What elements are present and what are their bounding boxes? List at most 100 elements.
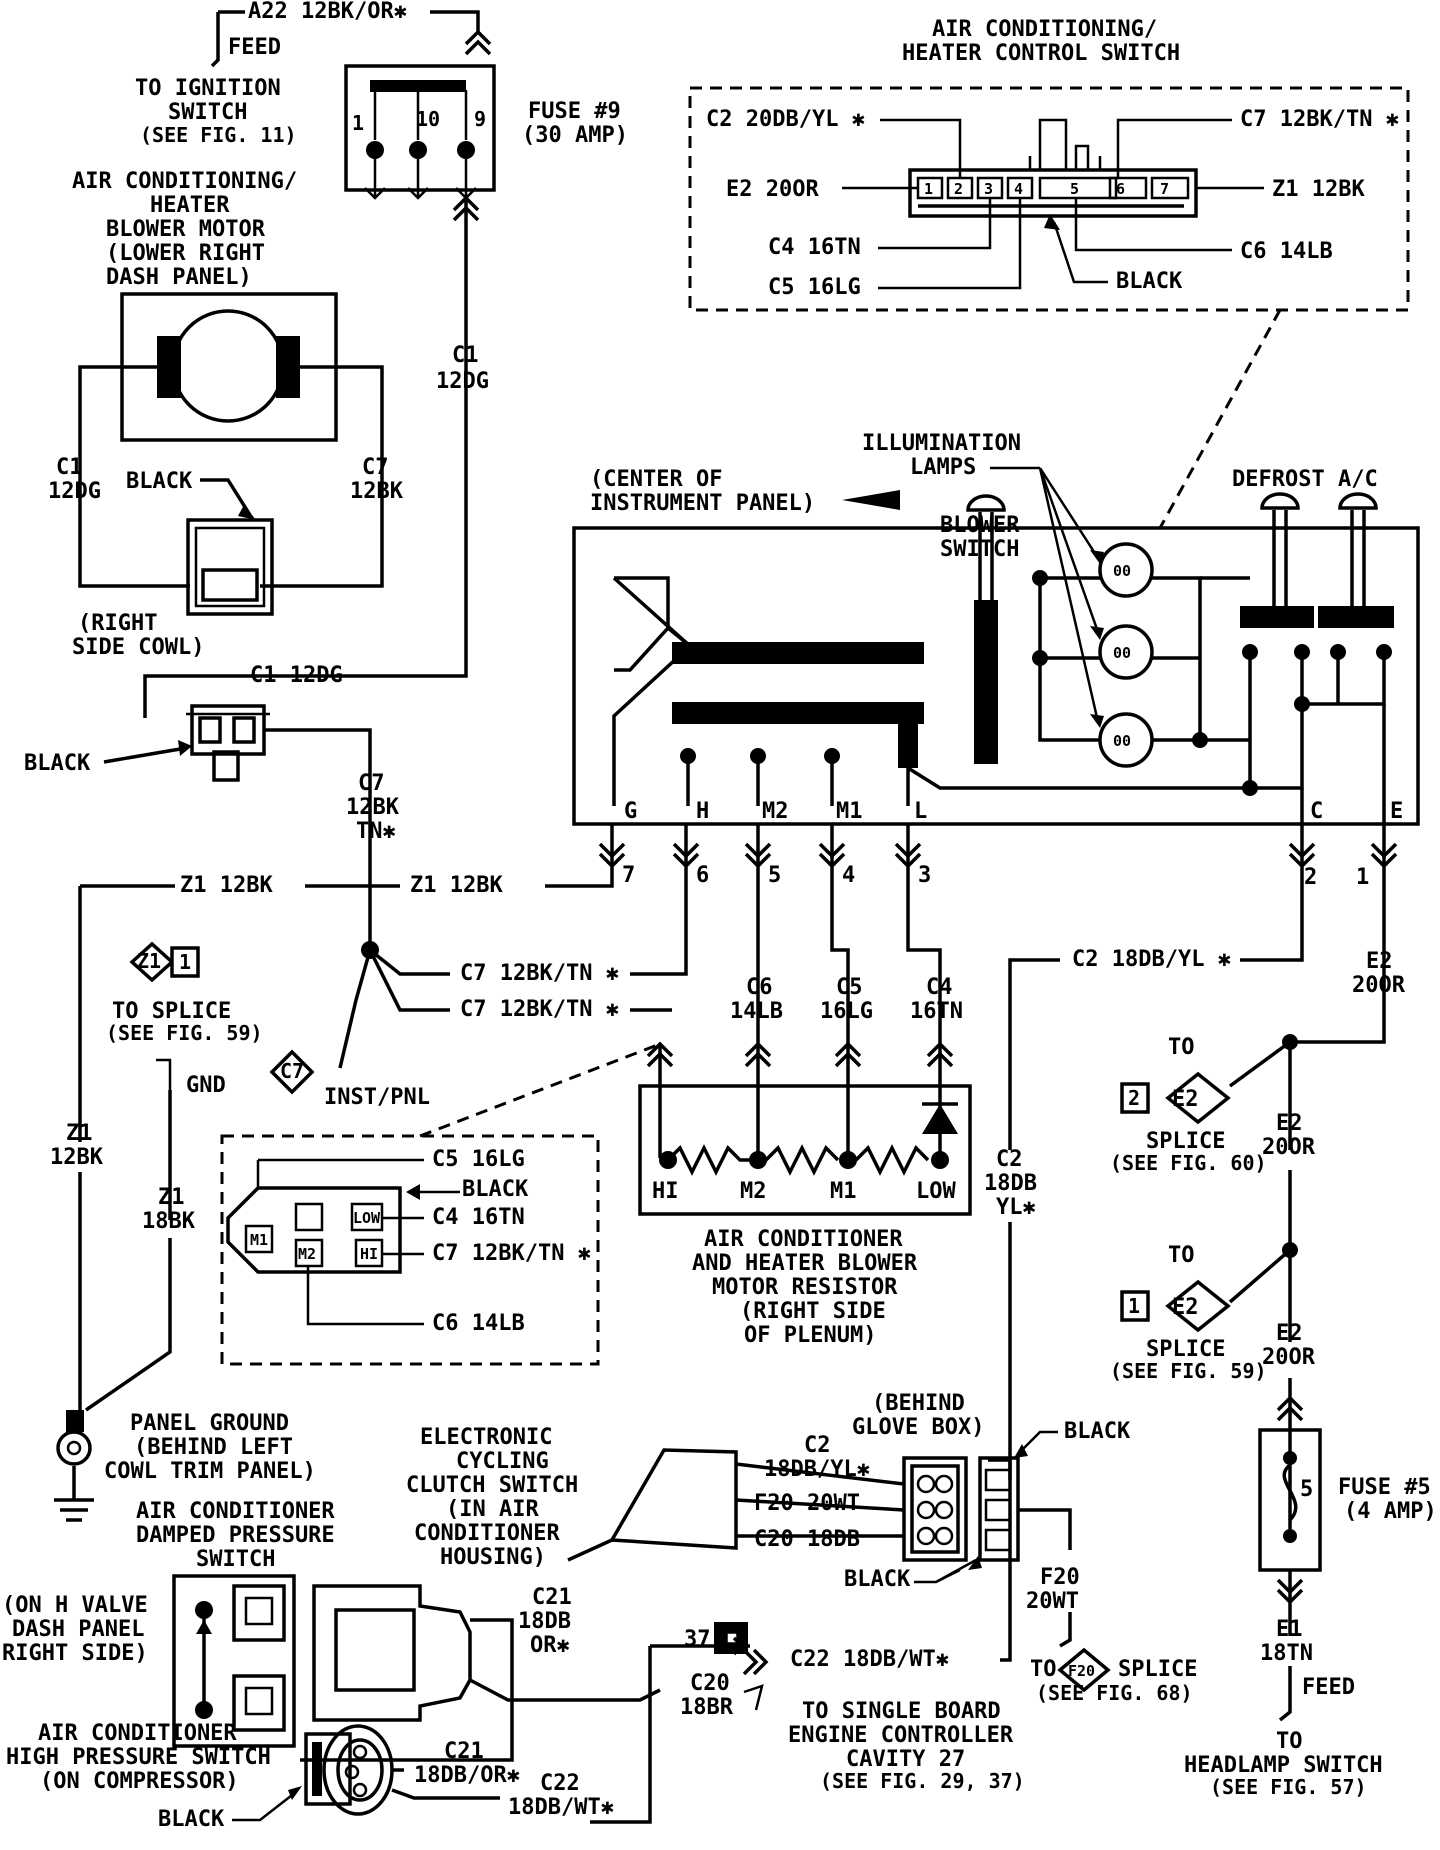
svg-text:C21: C21 (444, 1739, 484, 1764)
svg-text:M2: M2 (740, 1179, 767, 1204)
svg-text:18DB/WT✱: 18DB/WT✱ (508, 1795, 614, 1820)
svg-text:SWITCH: SWITCH (168, 100, 247, 125)
svg-text:6: 6 (696, 863, 709, 888)
svg-text:SPLICE: SPLICE (1146, 1129, 1225, 1154)
svg-text:2: 2 (954, 180, 963, 198)
svg-text:C4 16TN: C4 16TN (432, 1205, 525, 1230)
svg-text:4: 4 (1014, 180, 1023, 198)
svg-text:CLUTCH SWITCH: CLUTCH SWITCH (406, 1473, 578, 1498)
svg-text:(SEE FIG. 29, 37): (SEE FIG. 29, 37) (820, 1769, 1025, 1793)
svg-text:INSTRUMENT PANEL): INSTRUMENT PANEL) (590, 491, 815, 516)
svg-text:C7 12BK/TN ✱: C7 12BK/TN ✱ (460, 997, 619, 1022)
svg-text:C21: C21 (532, 1585, 572, 1610)
svg-text:2: 2 (1304, 865, 1317, 890)
svg-text:(RIGHT SIDE: (RIGHT SIDE (740, 1299, 886, 1324)
svg-text:C2: C2 (996, 1147, 1023, 1172)
svg-text:12BK: 12BK (350, 479, 404, 504)
svg-text:TO SPLICE: TO SPLICE (112, 999, 231, 1024)
svg-text:C1: C1 (452, 343, 479, 368)
svg-text:M1: M1 (250, 1231, 268, 1249)
svg-text:BLACK: BLACK (462, 1177, 529, 1202)
right-side-feed: C2 18DB YL✱ TO E2 2 SPLICE (SEE FIG. 60)… (984, 1034, 1437, 1799)
svg-text:E1: E1 (1276, 1617, 1303, 1642)
svg-text:12DG: 12DG (48, 479, 101, 504)
svg-text:7: 7 (1160, 180, 1169, 198)
svg-text:GND: GND (186, 1073, 226, 1098)
e2-splice-60-label: E2 (1172, 1087, 1199, 1112)
svg-text:CYCLING: CYCLING (456, 1449, 549, 1474)
svg-text:9: 9 (474, 107, 486, 131)
blower-motor-resistor-label: AIR CONDITIONER (704, 1227, 903, 1252)
svg-text:5: 5 (768, 863, 781, 888)
svg-text:20WT: 20WT (1026, 1589, 1079, 1614)
svg-text:4: 4 (842, 863, 855, 888)
svg-text:TN✱: TN✱ (356, 819, 396, 844)
svg-text:18DB: 18DB (984, 1171, 1037, 1196)
svg-text:(4 AMP): (4 AMP) (1344, 1499, 1437, 1524)
svg-text:DAMPED PRESSURE: DAMPED PRESSURE (136, 1523, 335, 1548)
feed-label: FEED (228, 35, 281, 60)
svg-text:HI: HI (652, 1179, 679, 1204)
svg-text:1: 1 (1356, 865, 1369, 890)
c1-wire-label: C1 12DG (250, 663, 343, 688)
svg-text:(BEHIND LEFT: (BEHIND LEFT (134, 1435, 293, 1460)
svg-text:AND HEATER BLOWER: AND HEATER BLOWER (692, 1251, 918, 1276)
svg-text:BLACK: BLACK (844, 1567, 911, 1592)
svg-text:F20: F20 (1068, 1662, 1095, 1680)
svg-text:BLACK: BLACK (24, 751, 91, 776)
svg-text:C5 16LG: C5 16LG (432, 1147, 525, 1172)
svg-text:C2 18DB/YL ✱: C2 18DB/YL ✱ (1072, 947, 1231, 972)
svg-text:F20 20WT: F20 20WT (754, 1491, 860, 1516)
svg-text:E2: E2 (1276, 1111, 1303, 1136)
svg-text:3: 3 (984, 180, 993, 198)
to-ignition-label: TO IGNITION (135, 76, 281, 101)
defrost-ac-label: DEFROST A/C (1232, 467, 1378, 492)
svg-text:18TN: 18TN (1260, 1641, 1313, 1666)
svg-text:18BK: 18BK (142, 1209, 196, 1234)
svg-text:ENGINE CONTROLLER: ENGINE CONTROLLER (788, 1723, 1014, 1748)
svg-text:16TN: 16TN (910, 999, 963, 1024)
svg-text:00: 00 (1113, 732, 1131, 750)
svg-text:M1: M1 (830, 1179, 857, 1204)
svg-text:C7: C7 (362, 455, 389, 480)
svg-text:FEED: FEED (1302, 1675, 1355, 1700)
svg-text:BLACK: BLACK (1064, 1419, 1131, 1444)
svg-text:COWL TRIM PANEL): COWL TRIM PANEL) (104, 1459, 316, 1484)
svg-text:C7 12BK/TN ✱: C7 12BK/TN ✱ (1240, 107, 1399, 132)
svg-text:C2: C2 (804, 1433, 831, 1458)
svg-text:7: 7 (622, 863, 635, 888)
illumination-lamps-label: ILLUMINATION (862, 431, 1021, 456)
inst-pnl-label: INST/PNL (324, 1085, 430, 1110)
svg-text:(ON H VALVE: (ON H VALVE (2, 1593, 148, 1618)
svg-text:(ON COMPRESSOR): (ON COMPRESSOR) (40, 1769, 239, 1794)
svg-text:12BK: 12BK (50, 1145, 104, 1170)
svg-text:16LG: 16LG (820, 999, 873, 1024)
c7-splice: C7 12BK/TN ✱ C7 12BK/TN ✱ C7 INST/PNL (269, 868, 688, 1110)
svg-text:3: 3 (918, 863, 931, 888)
resistor-connector-detail: C5 16LG BLACK M1 LOW M2 HI C4 16TN C7 12… (220, 1042, 661, 1366)
svg-text:12BK: 12BK (346, 795, 400, 820)
ac-heater-control-switch-title: AIR CONDITIONING/ (932, 17, 1157, 42)
svg-text:C2 20DB/YL ✱: C2 20DB/YL ✱ (706, 107, 865, 132)
svg-text:1: 1 (924, 180, 933, 198)
svg-text:1: 1 (352, 111, 364, 135)
svg-text:C22: C22 (540, 1771, 580, 1796)
black-connector-c1-c7: BLACK C7 12BK TN✱ (24, 704, 400, 950)
svg-text:C7 12BK/TN ✱: C7 12BK/TN ✱ (432, 1241, 591, 1266)
svg-text:E2: E2 (1276, 1321, 1303, 1346)
svg-text:TO: TO (1168, 1035, 1195, 1060)
svg-text:C7: C7 (280, 1059, 304, 1083)
svg-text:18DB/YL✱: 18DB/YL✱ (764, 1457, 870, 1482)
blower-motor: AIR CONDITIONING/ HEATER BLOWER MOTOR (L… (48, 169, 404, 660)
svg-text:(SEE FIG. 57): (SEE FIG. 57) (1210, 1775, 1367, 1799)
svg-text:1: 1 (179, 950, 191, 974)
svg-text:(30 AMP): (30 AMP) (522, 123, 628, 148)
svg-text:E2 20OR: E2 20OR (726, 177, 819, 202)
svg-text:C22 18DB/WT✱: C22 18DB/WT✱ (790, 1647, 949, 1672)
svg-text:E2: E2 (1366, 949, 1393, 974)
fuse-5-label: FUSE #5 (1338, 1475, 1431, 1500)
panel-ground-label: PANEL GROUND (130, 1411, 289, 1436)
svg-text:TO: TO (1168, 1243, 1195, 1268)
e2-splice-59-label: E2 (1172, 1295, 1199, 1320)
